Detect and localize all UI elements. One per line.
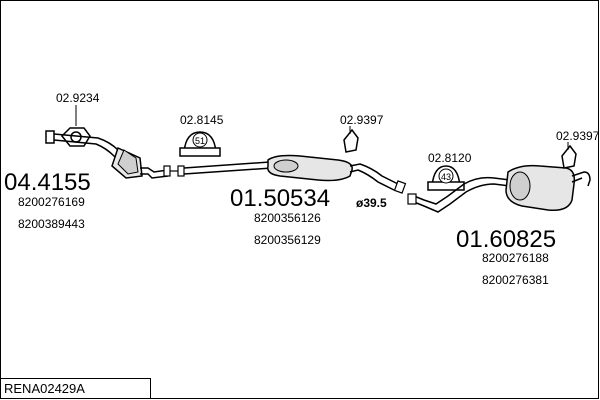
clamp-badge: 51 xyxy=(195,136,205,146)
part-number: 01.50534 xyxy=(230,185,330,212)
diagram-code: RENA02429A xyxy=(4,381,85,396)
fitting-number: 02.9234 xyxy=(56,91,100,105)
fitting-number: 02.8145 xyxy=(180,113,224,127)
hanger-icon xyxy=(343,126,359,153)
rear-silencer xyxy=(407,164,591,213)
catalytic-converter xyxy=(45,127,185,179)
part-number: 04.4155 xyxy=(4,169,91,196)
clamp-badge: 43 xyxy=(441,172,451,182)
fitting-number: 02.9397 xyxy=(340,113,384,127)
diameter-note: ø39.5 xyxy=(356,196,387,210)
clamp-icon xyxy=(179,131,221,157)
fitting-number: 02.9397 xyxy=(556,129,600,143)
clamp-icon xyxy=(427,165,465,191)
oe-reference: 8200276381 xyxy=(482,273,549,287)
code-box xyxy=(0,378,151,399)
oe-reference: 8200276188 xyxy=(482,251,549,265)
oe-reference: 8200276169 xyxy=(18,195,85,209)
oe-reference: 8200389443 xyxy=(18,217,85,231)
middle-silencer xyxy=(183,154,407,194)
fitting-number: 02.8120 xyxy=(428,151,472,165)
hanger-icon xyxy=(561,142,577,169)
part-number: 01.60825 xyxy=(456,226,556,253)
oe-reference: 8200356126 xyxy=(254,211,321,225)
oe-reference: 8200356129 xyxy=(254,233,321,247)
